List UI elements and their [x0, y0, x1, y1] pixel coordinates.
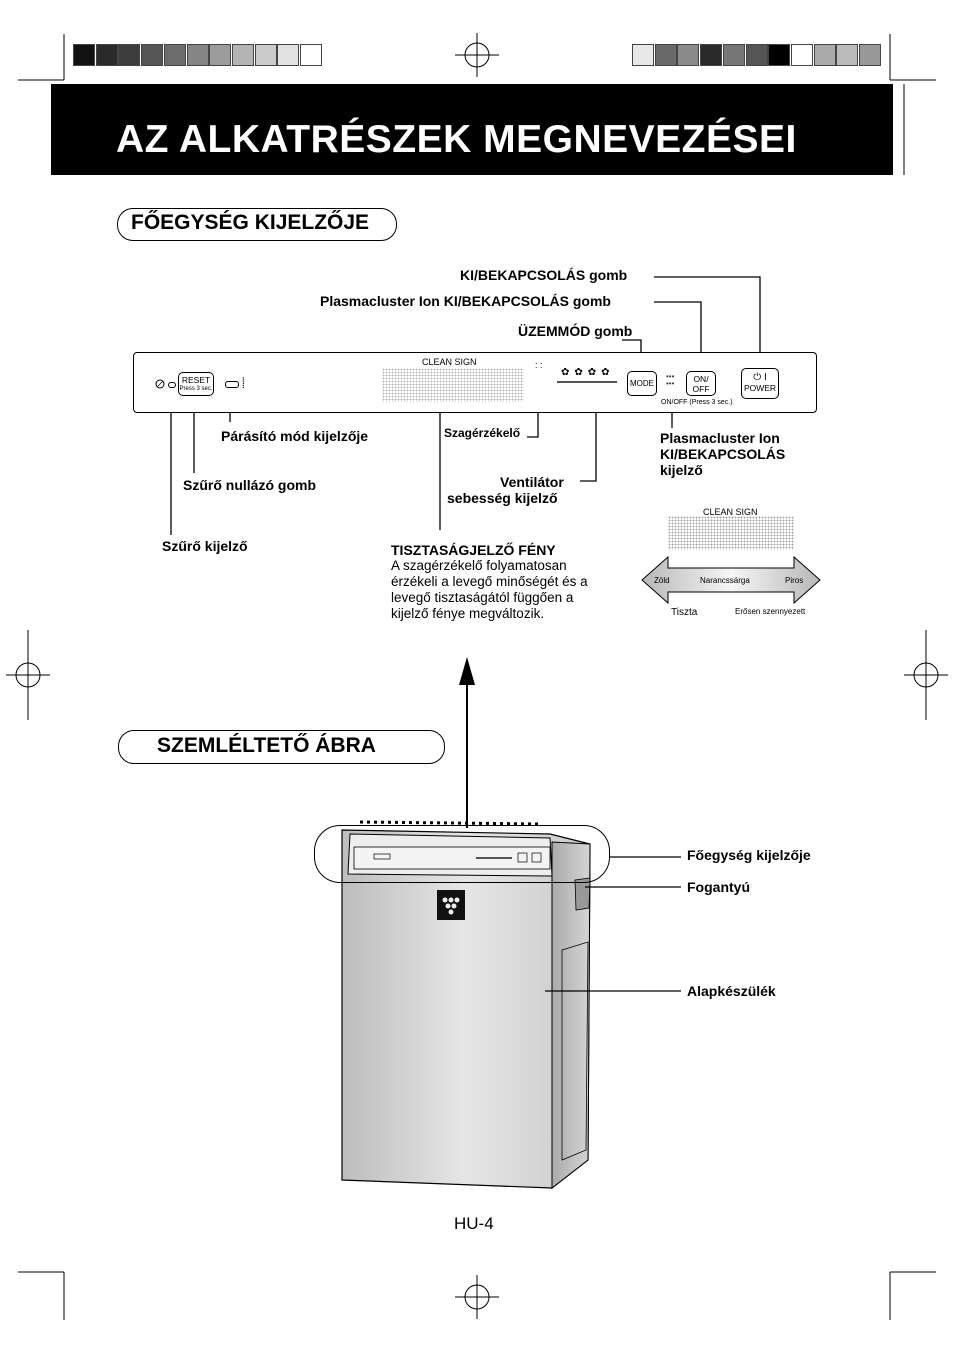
label-mode-button: ÜZEMMÓD gomb	[518, 323, 633, 339]
legend-dot-area	[668, 516, 794, 550]
clean-light-desc-line: kijelző fénye megváltozik.	[391, 606, 545, 621]
mode-button[interactable]: MODE	[627, 371, 657, 396]
label-fan-speed-2: sebesség kijelző	[447, 490, 558, 506]
legend-red: Piros	[785, 576, 804, 585]
color-swatch	[277, 44, 300, 66]
legend-green: Zöld	[654, 576, 670, 585]
color-swatch	[254, 44, 277, 66]
color-swatch	[745, 44, 768, 66]
legend-dirty: Erősen szennyezett	[735, 607, 806, 616]
onoff-press-label: ON/OFF (Press 3 sec.)	[661, 399, 733, 406]
zoom-arrow	[459, 657, 475, 828]
section-header-illustration	[118, 730, 445, 764]
color-swatch	[95, 44, 118, 66]
color-swatch	[163, 44, 186, 66]
color-swatch	[209, 44, 232, 66]
legend-clean: Tiszta	[671, 607, 698, 618]
label-plasmacluster-indicator-3: kijelző	[660, 462, 703, 478]
reset-button[interactable]: RESET Press 3 sec.	[178, 372, 214, 396]
color-swatch	[768, 44, 791, 66]
clean-light-desc: A szagérzékelő folyamatosan érzékeli a l…	[391, 558, 588, 622]
air-purifier-illustration	[341, 820, 591, 1190]
color-swatch	[186, 44, 209, 66]
power-label: POWER	[743, 383, 777, 393]
title-bar	[51, 84, 893, 175]
section-title-display: FŐEGYSÉG KIJELZŐJE	[131, 211, 370, 234]
clean-light-desc-line: érzékeli a levegő minőségét és a	[391, 574, 588, 589]
display-highlight-ring	[314, 825, 610, 883]
color-swatch	[722, 44, 745, 66]
legend-arrow	[641, 555, 821, 605]
color-swatch	[300, 44, 322, 66]
onoff-button[interactable]: ON/ OFF	[686, 371, 716, 396]
label-filter-indicator: Szűrő kijelző	[162, 538, 248, 554]
clean-light-desc-line: levegő tisztaságától függően a	[391, 590, 574, 605]
control-panel: RESET Press 3 sec. ⸽ CLEAN SIGN : : ✿✿✿✿…	[133, 352, 817, 413]
section-title-illustration: SZEMLÉLTETŐ ÁBRA	[157, 734, 376, 757]
color-swatch	[231, 44, 254, 66]
label-device-display: Főegység kijelzője	[687, 847, 811, 863]
clean-light-desc-line: A szagérzékelő folyamatosan	[391, 558, 567, 573]
label-device-handle: Fogantyú	[687, 879, 750, 895]
color-swatch	[73, 44, 95, 66]
onoff-label-on: ON/	[693, 374, 709, 384]
humidify-icon: ⸽	[242, 378, 245, 389]
label-fan-speed-1: Ventilátor	[500, 474, 564, 490]
label-humidify-indicator: Párásító mód kijelzője	[221, 428, 369, 444]
color-swatch	[790, 44, 813, 66]
reset-label: RESET	[181, 375, 211, 385]
reset-hint: Press 3 sec.	[179, 386, 213, 392]
label-plasmacluster-indicator-1: Plasmacluster Ion	[660, 430, 780, 446]
page-title: AZ ALKATRÉSZEK MEGNEVEZÉSEI	[116, 118, 797, 161]
label-device-main-unit: Alapkészülék	[687, 983, 776, 999]
filter-lamp	[168, 382, 176, 388]
label-odor-sensor: Szagérzékelő	[444, 426, 521, 440]
clean-sign-light	[382, 368, 524, 402]
color-swatch	[632, 44, 654, 66]
fan-icons: ✿✿✿✿	[561, 367, 615, 378]
color-swatch	[141, 44, 164, 66]
legend-clean-sign: CLEAN SIGN	[703, 507, 758, 517]
label-plasmacluster-indicator-2: KI/BEKAPCSOLÁS	[660, 446, 786, 462]
color-swatch	[118, 44, 141, 66]
onoff-label-off: OFF	[692, 384, 710, 394]
color-swatch	[813, 44, 836, 66]
color-swatch	[836, 44, 859, 66]
plasmacluster-icon: ••••••	[666, 372, 675, 388]
legend-orange: Narancssárga	[700, 576, 750, 585]
odor-sensor-dots: : :	[535, 360, 543, 370]
filter-indicator-icon	[155, 379, 165, 389]
label-power-button: KI/BEKAPCSOLÁS gomb	[460, 267, 628, 283]
fan-speed-bar	[557, 381, 617, 383]
color-swatch	[700, 44, 723, 66]
color-swatch	[654, 44, 677, 66]
power-icon: ⏻ I	[753, 372, 767, 383]
humidify-lamp	[225, 381, 239, 388]
clean-sign-label: CLEAN SIGN	[422, 357, 477, 367]
label-plasmacluster-button: Plasmacluster Ion KI/BEKAPCSOLÁS gomb	[320, 293, 611, 309]
color-swatch	[859, 44, 881, 66]
section-header-display	[117, 208, 397, 241]
page-number: HU-4	[454, 1214, 494, 1233]
power-button[interactable]: ⏻ I POWER	[741, 368, 779, 399]
label-filter-reset: Szűrő nullázó gomb	[183, 477, 316, 493]
label-clean-light-title: TISZTASÁGJELZŐ FÉNY	[391, 542, 556, 558]
color-swatch	[677, 44, 700, 66]
